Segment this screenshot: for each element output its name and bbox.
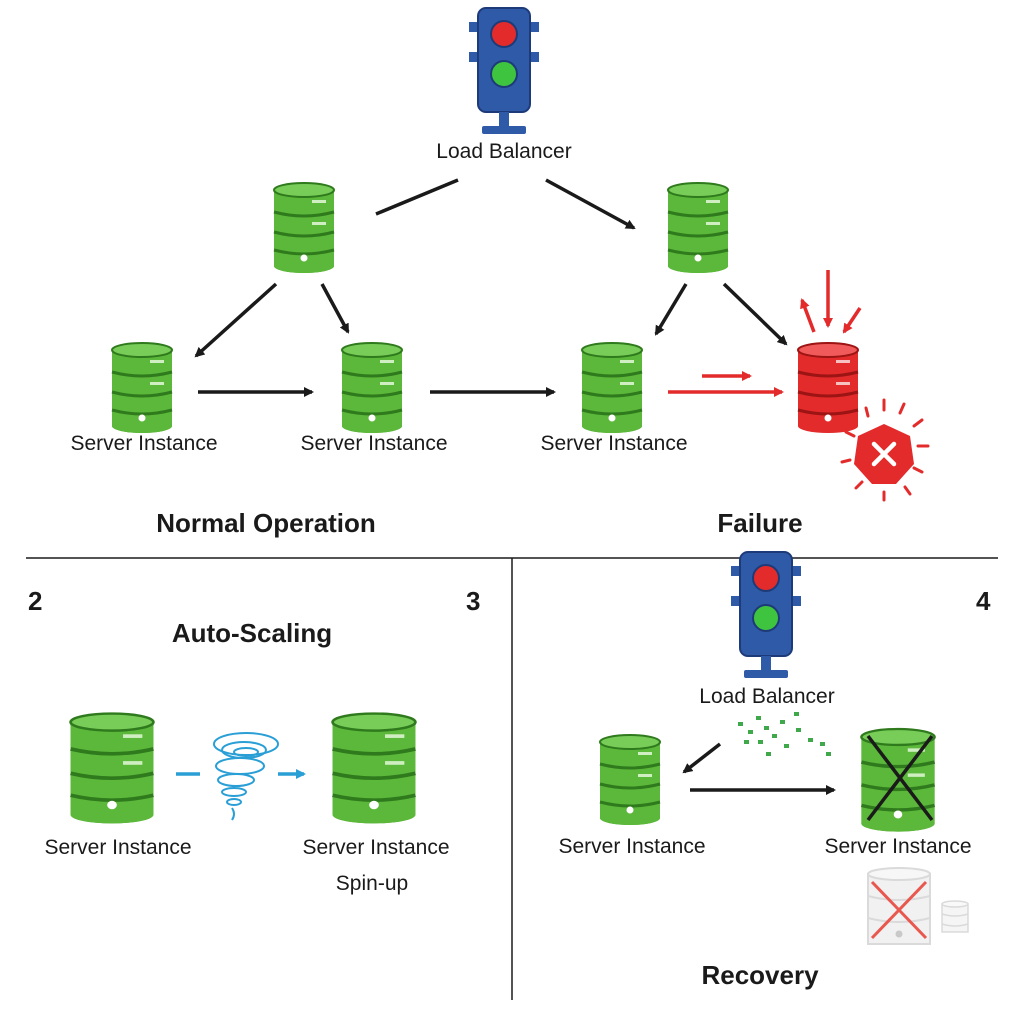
- lb-to-right-arrow: [545, 178, 636, 230]
- arrow-to-server-3: [654, 283, 688, 336]
- failure-title: Failure: [717, 508, 803, 538]
- panel-number-3: 3: [466, 586, 481, 616]
- server-instance-3-icon: [580, 341, 644, 435]
- autoscale-target-server-icon: [333, 714, 416, 824]
- load-balancer-label: Load Balancer: [436, 140, 572, 163]
- panel-number-4: 4: [976, 586, 991, 616]
- red-failure-arrows: [668, 270, 862, 397]
- autoscale-spinup-label: Spin-up: [335, 872, 409, 895]
- recovery-traffic-dots: [738, 712, 831, 756]
- server-instance-1-icon: [110, 341, 174, 435]
- server-instance-2-icon: [340, 341, 404, 435]
- lb-to-left-line: [375, 178, 459, 216]
- tornado-icon: [213, 732, 279, 821]
- faded-server-x-mark: [870, 880, 928, 940]
- recovery-title: Recovery: [701, 960, 819, 990]
- crossed-server-x-mark: [866, 734, 934, 822]
- recovery-load-balancer-label: Load Balancer: [699, 685, 835, 708]
- small-faded-server-icon: [941, 900, 969, 933]
- load-balancer-traffic-light-icon: [468, 7, 540, 135]
- autoscale-source-label: Server Instance: [44, 836, 192, 859]
- top-right-router-server-icon: [666, 181, 730, 275]
- normal-operation-title: Normal Operation: [156, 508, 376, 538]
- top-left-router-server-icon: [272, 181, 336, 275]
- autoscale-source-server-icon: [71, 714, 154, 824]
- error-shield-icon: [840, 398, 930, 502]
- server-instance-label-3: Server Instance: [540, 432, 688, 455]
- arrow-to-server-2: [320, 283, 350, 334]
- recovery-arrow-to-left: [682, 742, 722, 774]
- auto-scaling-title: Auto-Scaling: [171, 618, 333, 648]
- panel-number-2: 2: [28, 586, 43, 616]
- failed-server-icon: [796, 341, 860, 435]
- recovery-server-label-left: Server Instance: [558, 835, 706, 858]
- autoscale-target-label: Server Instance: [302, 836, 450, 859]
- recovery-left-server-icon: [598, 733, 662, 827]
- server-instance-label-1: Server Instance: [70, 432, 218, 455]
- recovery-load-balancer-traffic-light-icon: [730, 551, 802, 679]
- recovery-server-label-right: Server Instance: [824, 835, 972, 858]
- arrow-to-server-1: [194, 282, 278, 358]
- server-instance-label-2: Server Instance: [300, 432, 448, 455]
- arrow-to-failed-server: [722, 282, 788, 346]
- top-black-arrows: [194, 178, 788, 397]
